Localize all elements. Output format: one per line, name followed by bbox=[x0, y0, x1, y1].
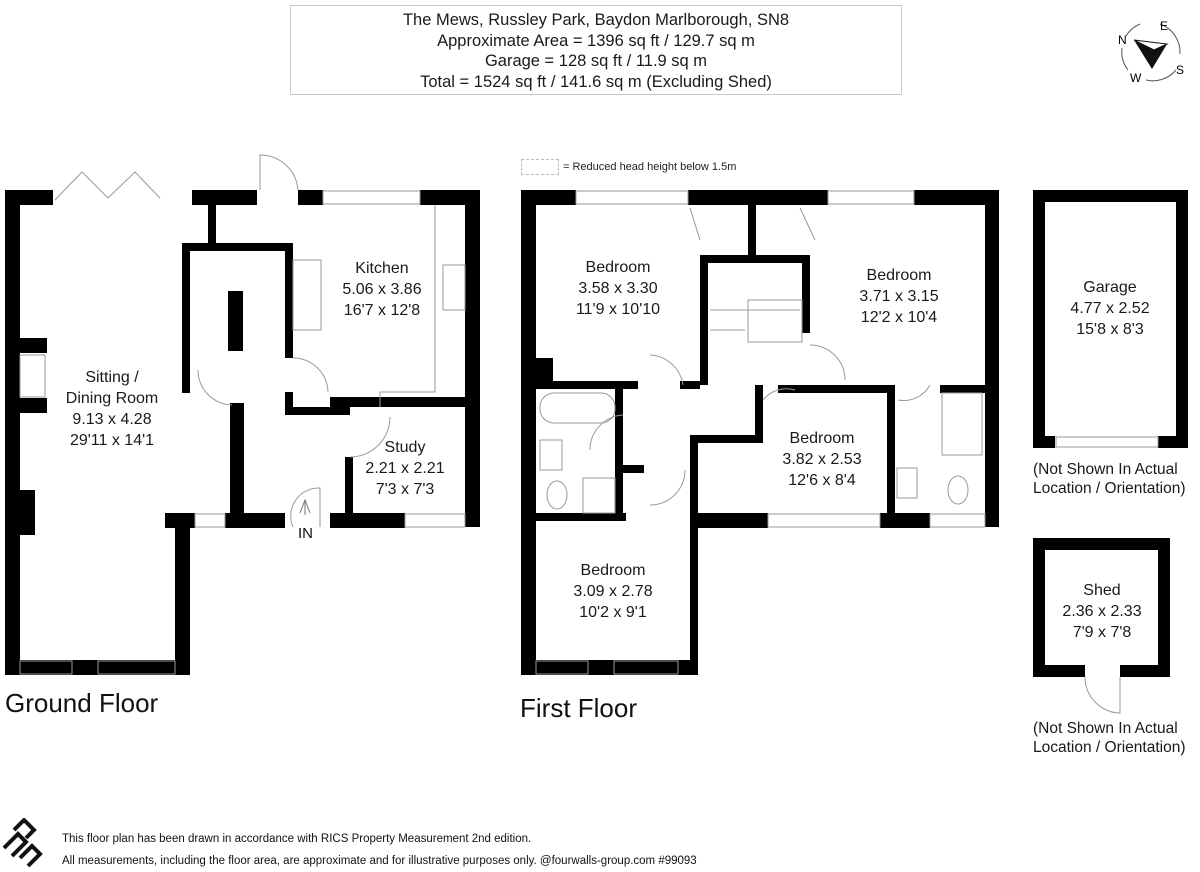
address-text: The Mews, Russley Park, Baydon Marlborou… bbox=[402, 11, 790, 29]
svg-text:N: N bbox=[1118, 33, 1127, 47]
ground-floor-title: Ground Floor bbox=[5, 688, 159, 718]
first-floor-title: First Floor bbox=[520, 693, 637, 723]
head-height-legend: = Reduced head height below 1.5m bbox=[521, 159, 736, 175]
garage-walls bbox=[1033, 190, 1188, 448]
svg-text:E: E bbox=[1160, 19, 1168, 33]
entrance-label: IN bbox=[298, 525, 313, 542]
first-floor-walls bbox=[521, 190, 999, 675]
dashed-box-icon bbox=[521, 159, 559, 175]
compass-icon: N E S W bbox=[1118, 19, 1184, 84]
garage-area-text: Garage = 128 sq ft / 11.9 sq m bbox=[484, 52, 708, 70]
approx-area-text: Approximate Area = 1396 sq ft / 129.7 sq… bbox=[437, 31, 755, 50]
footer-disclaimer: This floor plan has been drawn in accord… bbox=[62, 828, 697, 872]
shed-walls bbox=[1033, 538, 1170, 677]
garage-location-note: (Not Shown In Actual Location / Orientat… bbox=[1033, 461, 1186, 497]
fourwalls-logo-icon bbox=[2, 818, 43, 868]
svg-text:W: W bbox=[1130, 71, 1142, 84]
room-label-bedroom-2: Bedroom 3.71 x 3.15 12'2 x 10'4 bbox=[859, 267, 939, 326]
first-floor-fixtures bbox=[535, 190, 986, 675]
header-area-summary: The Mews, Russley Park, Baydon Marlborou… bbox=[290, 5, 902, 95]
room-label-bedroom-4: Bedroom 3.09 x 2.78 10'2 x 9'1 bbox=[573, 562, 653, 621]
room-label-kitchen: Kitchen 5.06 x 3.86 16'7 x 12'8 bbox=[342, 260, 422, 319]
svg-text:S: S bbox=[1176, 63, 1184, 77]
room-label-garage: Garage 4.77 x 2.52 15'8 x 8'3 bbox=[1070, 279, 1150, 338]
ground-floor-fixtures bbox=[19, 154, 466, 675]
footer-line-2: All measurements, including the floor ar… bbox=[62, 855, 697, 867]
total-area-text: Total = 1524 sq ft / 141.6 sq m (Excludi… bbox=[420, 72, 772, 91]
footer-line-1: This floor plan has been drawn in accord… bbox=[62, 833, 532, 845]
room-label-shed: Shed 2.36 x 2.33 7'9 x 7'8 bbox=[1062, 582, 1142, 641]
room-label-bedroom-3: Bedroom 3.82 x 2.53 12'6 x 8'4 bbox=[782, 430, 862, 489]
room-label-bedroom-1: Bedroom 3.58 x 3.30 11'9 x 10'10 bbox=[575, 259, 661, 318]
legend-text: = Reduced head height below 1.5m bbox=[563, 160, 737, 173]
room-label-study: Study 2.21 x 2.21 7'3 x 7'3 bbox=[365, 439, 445, 498]
shed-location-note: (Not Shown In Actual Location / Orientat… bbox=[1033, 720, 1186, 756]
room-label-sitting-dining: Sitting / Dining Room 9.13 x 4.28 29'11 … bbox=[65, 369, 159, 449]
